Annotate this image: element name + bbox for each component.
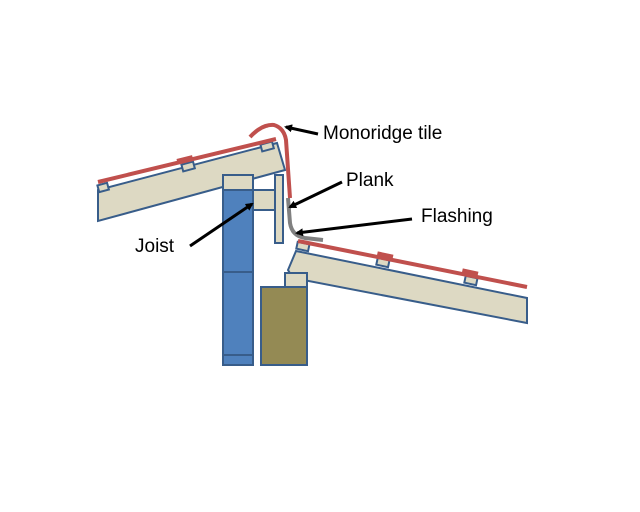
tile-overlap <box>461 268 479 277</box>
plank-arrow <box>288 180 343 209</box>
tile-overlap <box>176 155 194 164</box>
tile-overlap <box>376 251 394 260</box>
wall-cap <box>222 174 254 191</box>
plank-label: Plank <box>346 170 394 191</box>
flashing <box>286 197 324 242</box>
wall <box>222 174 254 366</box>
monoridge-arrow <box>284 124 319 136</box>
right-rafter <box>286 249 528 325</box>
lower-wall-block <box>260 286 308 366</box>
joist <box>252 189 276 211</box>
plank <box>274 174 284 244</box>
joist-label: Joist <box>135 236 175 257</box>
batten <box>96 181 111 194</box>
right-roof-tile <box>297 239 528 289</box>
wall-plate <box>284 272 308 288</box>
joist-arrow <box>189 202 254 248</box>
left-rafter <box>97 141 287 223</box>
batten <box>180 160 197 173</box>
monoridge-label: Monoridge tile <box>323 123 443 144</box>
flashing-label: Flashing <box>421 206 493 227</box>
monoridge-tile <box>248 122 292 199</box>
flashing-arrow <box>295 217 413 237</box>
